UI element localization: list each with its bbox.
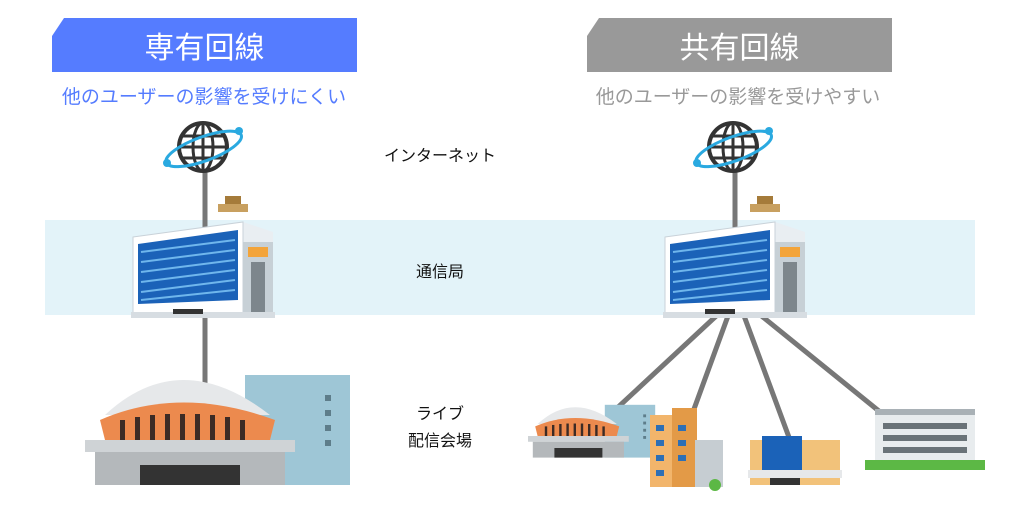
shared-line-title: 共有回線 [679,31,800,66]
internet-globe-icon [689,121,778,176]
venue-label-line2: 配信会場 [407,431,472,450]
venue-building-icon [865,409,985,470]
shared-line-header: 共有回線 [587,18,892,72]
venue-building-icon [748,436,842,485]
venue-building-icon [650,408,723,491]
venue-stadium-icon [528,404,656,458]
venue-label-line1: ライブ [415,404,464,423]
dedicated-line-subtitle: 他のユーザーの影響を受けにくい [61,86,347,108]
connection-lines [202,147,893,443]
shared-line [612,302,731,413]
station-label: 通信局 [415,262,464,281]
shared-line-subtitle: 他のユーザーの影響を受けやすい [595,86,881,108]
dedicated-line-header: 専有回線 [52,18,357,72]
live-venue-stadium-icon [85,375,350,485]
venue-label: ライブ 配信会場 [360,400,520,454]
internet-label: インターネット [383,146,496,165]
dedicated-line-title: 専有回線 [144,31,265,66]
internet-globe-icon [159,121,248,176]
